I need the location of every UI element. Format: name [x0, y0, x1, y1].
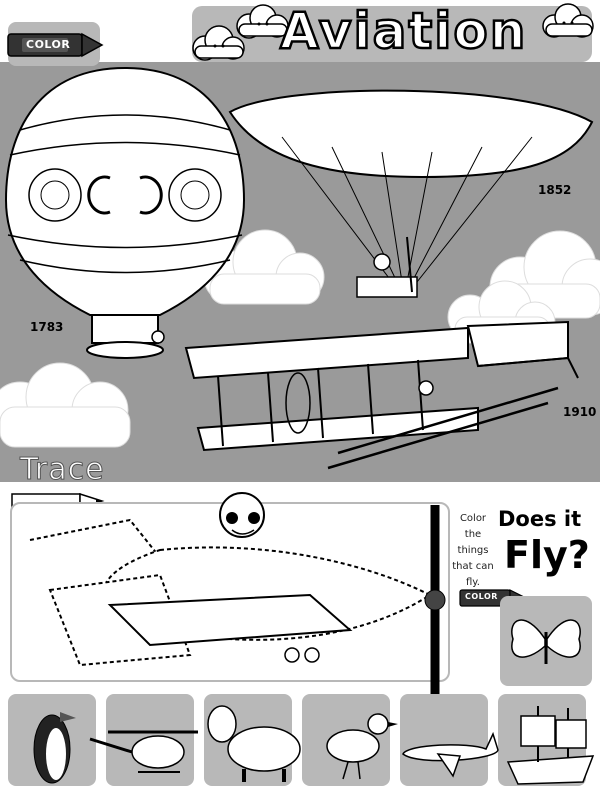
- quiz-heading-line2: Fly?: [504, 533, 590, 577]
- butterfly-icon[interactable]: [505, 604, 587, 678]
- cloud-left: [0, 362, 131, 448]
- trace-airplane-drawing[interactable]: [10, 480, 460, 705]
- ship-icon[interactable]: [506, 706, 595, 785]
- penguin-icon[interactable]: [33, 712, 76, 784]
- smiling-cloud-icon: [542, 3, 594, 38]
- page-title: Aviation: [279, 2, 528, 60]
- airplane-item-box[interactable]: [400, 694, 488, 786]
- bottom-items-drawings: [33, 705, 595, 785]
- smiling-cloud-icon: [236, 4, 289, 39]
- hot-air-balloon: [4, 66, 246, 359]
- airship-year: 1852: [538, 183, 572, 197]
- crayon-label: COLOR: [26, 38, 71, 51]
- quiz-instruction: Color the things that can fly.: [452, 513, 494, 588]
- crayon-icon: [7, 32, 104, 58]
- quiz-crayon-label: COLOR: [465, 592, 498, 601]
- quiz-heading-line1: Does it: [498, 507, 582, 531]
- trace-label: Trace: [20, 452, 105, 488]
- balloon-year: 1783: [30, 320, 64, 334]
- smiling-clouds: [192, 4, 289, 61]
- airplane-icon[interactable]: [402, 731, 499, 778]
- helicopter-icon[interactable]: [89, 730, 198, 773]
- airship: [228, 89, 594, 298]
- biplane: [184, 320, 579, 470]
- smiling-cloud-icon: [192, 25, 245, 61]
- hippo-icon[interactable]: [207, 705, 301, 782]
- bird-icon[interactable]: [326, 713, 398, 780]
- biplane-year: 1910: [563, 405, 597, 419]
